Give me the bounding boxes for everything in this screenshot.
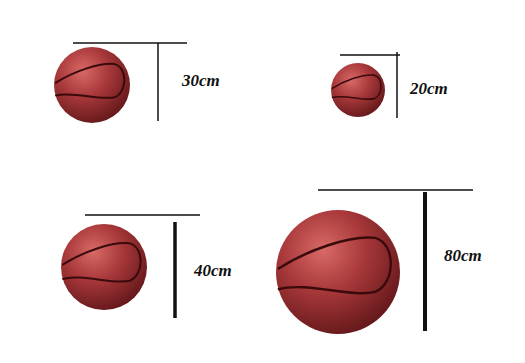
dimension-line [340, 54, 400, 56]
ball [54, 47, 130, 123]
dimension-label: 30cm [182, 72, 220, 89]
dimension-line [173, 222, 177, 318]
dimension-line [73, 42, 187, 44]
dimension-line [85, 214, 200, 216]
ball [331, 63, 385, 117]
dimension-line [318, 189, 473, 191]
ball [276, 210, 400, 334]
dimension-line [157, 43, 159, 121]
dimension-label: 80cm [444, 247, 482, 264]
dimension-label: 20cm [410, 80, 448, 97]
ball [61, 224, 147, 310]
dimension-line [423, 192, 427, 331]
dimension-line [396, 52, 398, 118]
dimension-label: 40cm [194, 262, 232, 279]
